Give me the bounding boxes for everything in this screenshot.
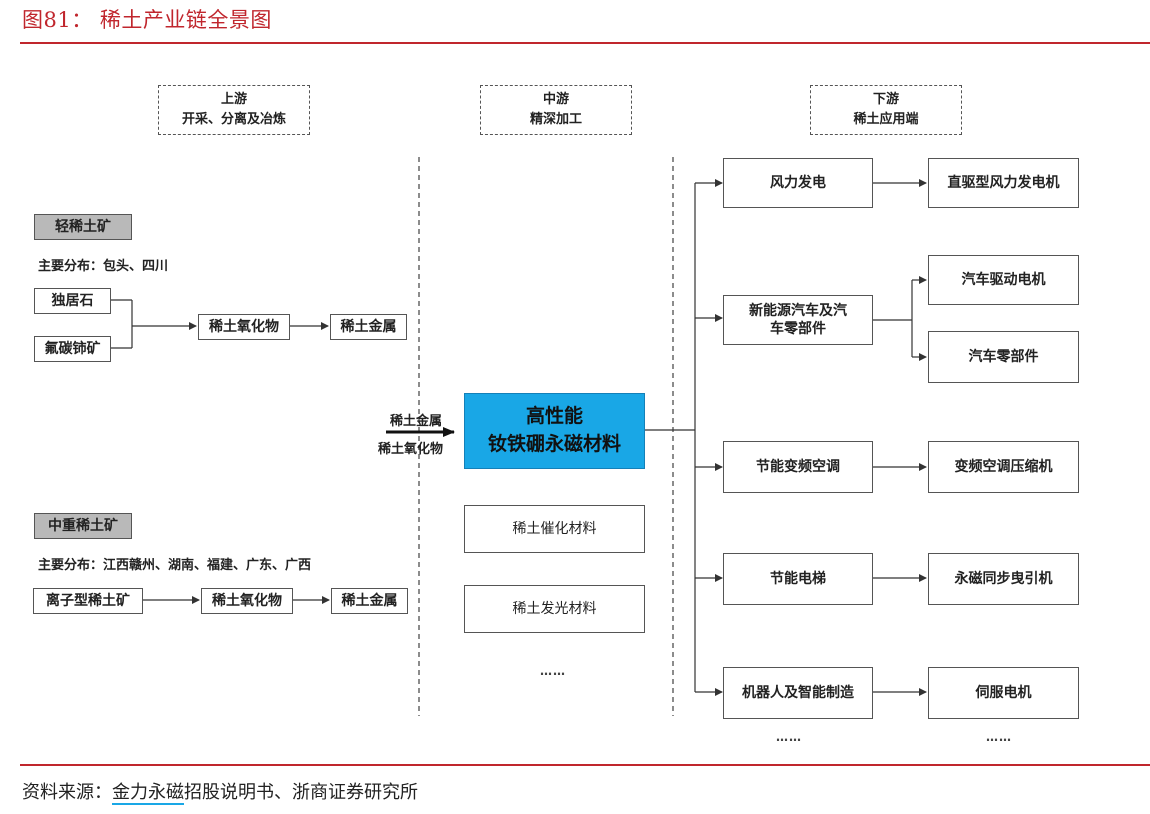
heavy-ore-distribution: 主要分布：江西赣州、湖南、福建、广东、广西	[38, 558, 312, 573]
traction-machine-box: 永磁同步曳引机	[928, 553, 1079, 605]
ndfeb-line1: 高性能	[525, 405, 583, 428]
source-rest: 招股说明书、浙商证券研究所	[184, 782, 418, 803]
midstream-header: 中游 精深加工	[480, 85, 632, 135]
heavy-metal-box: 稀土金属	[331, 588, 408, 614]
source-company-link[interactable]: 金力永磁	[112, 782, 184, 805]
nev-parts-box: 新能源汽车及汽车零部件	[723, 295, 873, 345]
upstream-header-title: 上游	[220, 91, 247, 107]
upstream-header-subtitle: 开采、分离及冶炼	[181, 112, 286, 127]
robotics-box: 机器人及智能制造	[723, 667, 873, 719]
downstream-more-left: ……	[776, 730, 802, 744]
inverter-ac-box: 节能变频空调	[723, 441, 873, 493]
downstream-header: 下游 稀土应用端	[810, 85, 962, 135]
downstream-header-subtitle: 稀土应用端	[853, 112, 919, 127]
midstream-header-title: 中游	[542, 91, 569, 107]
ndfeb-line2: 钕铁硼永磁材料	[487, 433, 621, 455]
energy-saving-elevator-box: 节能电梯	[723, 553, 873, 605]
light-rare-earth-ore-label: 轻稀土矿	[34, 214, 132, 240]
title-rule	[20, 42, 1150, 44]
vehicle-parts-box: 汽车零部件	[928, 331, 1079, 383]
ionic-ore-box: 离子型稀土矿	[33, 588, 143, 614]
servo-motor-box: 伺服电机	[928, 667, 1079, 719]
wind-power-box: 风力发电	[723, 158, 873, 208]
footer-rule	[20, 764, 1150, 766]
light-oxide-box: 稀土氧化物	[198, 314, 290, 340]
light-ore-distribution: 主要分布：包头、四川	[38, 259, 169, 274]
heavy-oxide-box: 稀土氧化物	[201, 588, 293, 614]
luminescent-material-box: 稀土发光材料	[464, 585, 645, 633]
input-arrow-label-metal: 稀土金属	[390, 414, 443, 429]
source-prefix: 资料来源：	[22, 782, 112, 803]
input-arrow-label-oxide: 稀土氧化物	[378, 442, 444, 457]
heavy-rare-earth-ore-label: 中重稀土矿	[34, 513, 132, 539]
downstream-more-right: ……	[986, 730, 1012, 744]
light-metal-box: 稀土金属	[330, 314, 407, 340]
midstream-header-subtitle: 精深加工	[529, 112, 582, 127]
figure-title: 图81： 稀土产业链全景图	[22, 8, 272, 32]
midstream-more: ……	[540, 664, 566, 678]
direct-drive-generator-box: 直驱型风力发电机	[928, 158, 1079, 208]
vehicle-drive-motor-box: 汽车驱动电机	[928, 255, 1079, 305]
upstream-header: 上游 开采、分离及冶炼	[158, 85, 310, 135]
bastnaesite-box: 氟碳铈矿	[34, 336, 111, 362]
source-note: 资料来源：金力永磁招股说明书、浙商证券研究所	[22, 778, 418, 805]
ndfeb-magnet-box: 高性能 钕铁硼永磁材料	[464, 393, 645, 469]
catalyst-material-box: 稀土催化材料	[464, 505, 645, 553]
downstream-header-title: 下游	[872, 91, 899, 107]
monazite-box: 独居石	[34, 288, 111, 314]
inverter-compressor-box: 变频空调压缩机	[928, 441, 1079, 493]
